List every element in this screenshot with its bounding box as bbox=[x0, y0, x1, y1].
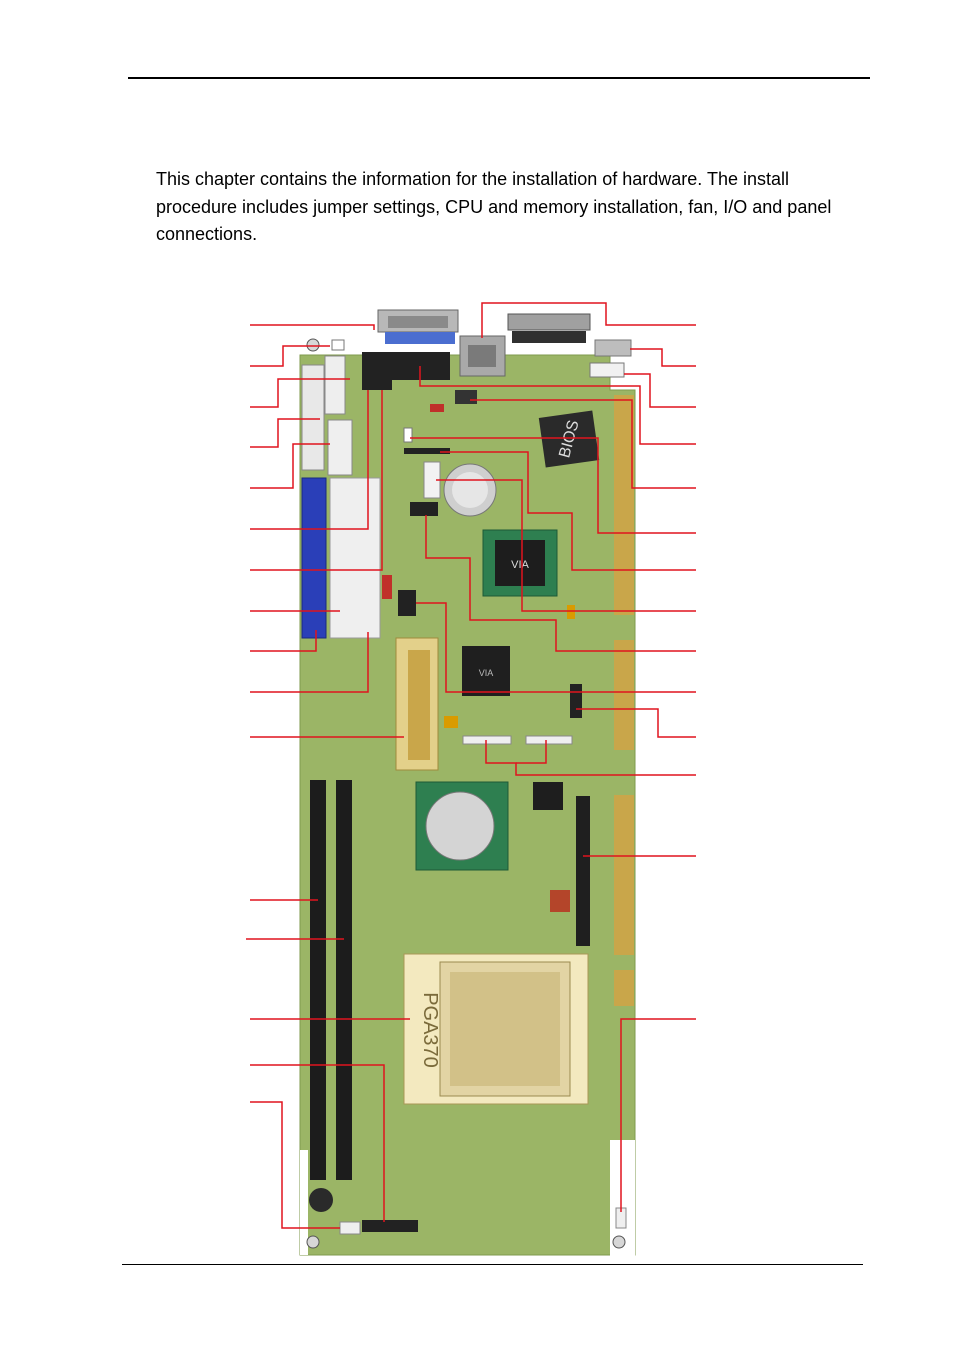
dimm-slot-2 bbox=[336, 780, 352, 1180]
front-panel-header bbox=[570, 684, 582, 718]
callout-line bbox=[624, 373, 696, 408]
printer-header bbox=[327, 419, 353, 476]
lan-rj45-connector bbox=[459, 335, 506, 377]
buzzer bbox=[309, 1188, 333, 1212]
vga-connector bbox=[377, 309, 459, 344]
cpu-socket-label: PGA370 bbox=[419, 992, 441, 1068]
lcd-header-2 bbox=[525, 735, 573, 745]
clock-generator-chip bbox=[533, 782, 563, 810]
jumper-ide bbox=[382, 575, 392, 599]
cpu-fan-connector bbox=[339, 1221, 361, 1235]
callout-line bbox=[250, 443, 330, 489]
callout-line bbox=[481, 302, 696, 338]
pc104-connector bbox=[576, 796, 590, 946]
jumper-cf bbox=[444, 716, 458, 728]
callout-lines bbox=[246, 302, 696, 1229]
callout-line bbox=[250, 324, 375, 330]
callout-line bbox=[250, 390, 383, 571]
primary-ide-connector bbox=[301, 477, 327, 639]
chipset-north-bridge bbox=[415, 781, 509, 871]
callout-line bbox=[630, 348, 696, 367]
callout-line bbox=[250, 378, 350, 408]
intro-paragraph: This chapter contains the information fo… bbox=[156, 169, 832, 244]
callout-line bbox=[620, 1018, 696, 1212]
ir-header bbox=[404, 448, 450, 454]
power-connector-top-right bbox=[589, 362, 625, 378]
isa-edge-connector-middle bbox=[614, 640, 634, 750]
isa-edge-connector-upper bbox=[614, 395, 634, 615]
callout-line bbox=[576, 708, 696, 738]
usb-header bbox=[398, 590, 416, 616]
jumper-led bbox=[567, 605, 575, 619]
dip-switch bbox=[455, 390, 477, 404]
callout-line bbox=[419, 366, 696, 445]
callout-line bbox=[250, 345, 330, 367]
floppy-connector bbox=[301, 364, 325, 471]
mount-hole-bottom-right bbox=[612, 1235, 626, 1249]
chipset-label: VIA bbox=[511, 559, 529, 571]
vga-chip: VIA bbox=[462, 646, 510, 696]
callout-line bbox=[425, 515, 696, 652]
mount-hole-top-left bbox=[306, 338, 320, 352]
isa-edge-connector-lower bbox=[614, 795, 634, 955]
com2-header bbox=[392, 352, 450, 380]
footer-rule bbox=[122, 1264, 863, 1265]
fan-connector bbox=[331, 339, 345, 351]
hdd-led-header bbox=[410, 502, 438, 516]
jumper-block bbox=[550, 890, 570, 912]
callout-line bbox=[250, 632, 369, 693]
vga-chip-label: VIA bbox=[479, 668, 494, 678]
callout-line bbox=[416, 602, 696, 693]
cpu-socket: PGA370 bbox=[403, 953, 589, 1105]
keyboard-mouse-header bbox=[362, 352, 392, 390]
callout-line bbox=[440, 451, 696, 571]
usb-connector bbox=[594, 339, 632, 357]
callout-line bbox=[410, 437, 696, 534]
callout-line bbox=[250, 1101, 340, 1229]
pci-edge-connector bbox=[614, 970, 634, 1006]
buzzer-header bbox=[403, 427, 413, 443]
cmos-battery bbox=[443, 463, 497, 517]
mount-hole-bottom-left bbox=[306, 1235, 320, 1249]
callout-line bbox=[250, 418, 320, 448]
jumper-clear-cmos bbox=[430, 404, 444, 412]
callout-line bbox=[250, 390, 369, 530]
front-panel-header-bottom bbox=[362, 1220, 418, 1232]
callout-line bbox=[250, 630, 317, 652]
callout-line bbox=[250, 1064, 385, 1222]
callout-line bbox=[516, 740, 547, 764]
dimm-slot-1 bbox=[310, 780, 326, 1180]
bios-chip: BIOS bbox=[538, 410, 600, 468]
com-port-connector bbox=[507, 313, 591, 343]
lcd-header-1 bbox=[462, 735, 512, 745]
header-rule bbox=[128, 77, 870, 79]
chipset-south-bridge: VIA bbox=[482, 529, 558, 597]
compact-flash-socket bbox=[395, 637, 439, 771]
secondary-ide-connector bbox=[329, 477, 381, 639]
floppy-connector-upper bbox=[324, 355, 346, 415]
callout-line bbox=[436, 479, 696, 612]
callout-line bbox=[470, 399, 696, 489]
